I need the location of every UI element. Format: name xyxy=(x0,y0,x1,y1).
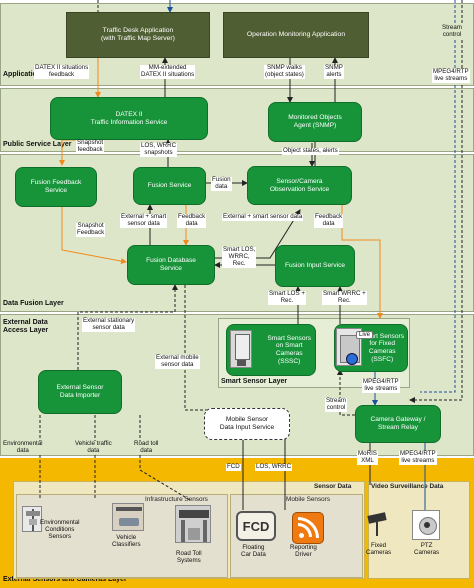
fusion-input-service[interactable]: Fusion Input Service xyxy=(275,245,355,287)
data-fusion-layer-label: Data Fusion Layer xyxy=(3,300,64,307)
road-toll-systems-caption: Road Toll Systems xyxy=(176,550,202,564)
traffic-desk-application[interactable]: Traffic Desk Application (with Traffic M… xyxy=(66,12,210,58)
label-ext-stationary: External stationary sensor data xyxy=(82,317,136,332)
floating-car-data-caption: Floating Car Data xyxy=(241,544,266,558)
camera-gateway-stream-relay[interactable]: Camera Gateway / Stream Relay xyxy=(355,405,441,443)
datex-traffic-information-service[interactable]: DATEX II Traffic Information Service xyxy=(50,97,208,140)
mobile-sensors-title: Mobile Sensors xyxy=(286,496,331,503)
fixed-camera-icon xyxy=(366,510,390,538)
label-datex-feedback: DATEX II situations feedback xyxy=(34,64,90,79)
label-ext-smart-sensor-2: External + smart sensor data xyxy=(222,213,304,221)
label-environmental-data: Environmental data xyxy=(2,440,44,455)
fcd-logo-text: FCD xyxy=(242,518,270,534)
external-sensor-data-importer[interactable]: External Sensor Data Importer xyxy=(38,370,122,414)
ptz-cameras-caption: PTZ Cameras xyxy=(414,542,440,556)
reporting-driver-icon xyxy=(292,512,324,544)
fusion-database-service[interactable]: Fusion Database Service xyxy=(127,245,215,285)
label-mpeg-live-bottom: MPEG4/RTP live streams xyxy=(399,450,437,465)
reporting-driver-caption: Reporting Driver xyxy=(290,544,317,558)
label-mm-extended: MM-extended DATEX II situations xyxy=(140,64,196,79)
smart-sensor-layer-label: Smart Sensor Layer xyxy=(221,378,288,385)
sensor-data-title: Sensor Data xyxy=(314,483,352,490)
label-moris-xml: MoRIS XML xyxy=(357,450,378,465)
vehicle-classifier-icon xyxy=(112,503,144,531)
sensor-camera-observation-service[interactable]: Sensor/Camera Observation Service xyxy=(247,166,352,205)
label-vehicle-traffic-data: Vehicle traffic data xyxy=(74,440,113,455)
label-fusion-data: Fusion data xyxy=(211,176,232,191)
label-snmp-walks: SNMP walks (object states) xyxy=(264,64,305,79)
label-snmp-alerts: SNMP alerts xyxy=(324,64,344,79)
live-badge: Live xyxy=(356,331,374,339)
floating-car-data-icon: FCD xyxy=(236,511,276,541)
label-los-wrrc-snapshots: LOS, WRRC snapshots xyxy=(140,142,178,157)
infrastructure-sensors-title: Infrastructure Sensors xyxy=(145,496,208,503)
fusion-feedback-service[interactable]: Fusion Feedback Service xyxy=(15,167,97,207)
video-surveillance-title: Video Surveillance Data xyxy=(371,483,444,490)
ptz-camera-icon xyxy=(412,510,440,540)
road-toll-icon xyxy=(175,505,211,543)
label-feedback-data-1: Feedback data xyxy=(177,213,207,228)
fixed-cameras-caption: Fixed Cameras xyxy=(366,542,392,556)
vehicle-classifiers-caption: Vehicle Classifiers xyxy=(112,534,141,548)
mobile-sensor-data-input-service[interactable]: Mobile Sensor Data Input Service xyxy=(204,408,290,440)
label-smart-los: Smart LOS, WRRC, Rec. xyxy=(222,246,257,268)
label-object-states-alerts: Object states, alerts xyxy=(282,147,339,155)
fusion-service[interactable]: Fusion Service xyxy=(133,167,206,205)
environmental-sensor-icon xyxy=(22,506,42,532)
label-snapshot-feedback-1: Snapshot feedback xyxy=(76,139,105,154)
external-sensors-layer-label: External Sensors and Cameras Layer xyxy=(3,576,127,583)
label-stream-control-mid: Stream control xyxy=(325,397,347,412)
label-los-wrrc: LOS, WRRC xyxy=(255,463,293,471)
operation-monitoring-application[interactable]: Operation Monitoring Application xyxy=(223,12,369,58)
label-road-toll-data: Road toll data xyxy=(133,440,160,455)
application-layer-label: Application Layer xyxy=(3,71,62,78)
public-service-layer-label: Public Service Layer xyxy=(3,141,72,148)
smart-camera-icon xyxy=(230,330,252,368)
label-snapshot-feedback-2: Snapshot Feedback xyxy=(76,222,106,237)
label-smart-wrrc-rec: Smart WRRC + Rec. xyxy=(322,290,367,305)
label-stream-control-top: Stream control xyxy=(441,24,463,39)
label-mpeg-top: MPEG4/RTP live streams xyxy=(432,68,470,83)
label-smart-los-rec: Smart LOS + Rec. xyxy=(268,290,306,305)
label-fcd: FCD xyxy=(226,463,241,471)
external-data-access-layer-label: External Data Access Layer xyxy=(3,319,49,335)
environmental-sensors-caption: Environmental Conditions Sensors xyxy=(40,519,80,540)
sssc-label: Smart Sensors on Smart Cameras (SSSC) xyxy=(267,334,311,365)
label-ext-mobile: External mobile sensor data xyxy=(155,354,200,369)
label-feedback-data-2: Feedback data xyxy=(314,213,344,228)
monitored-objects-agent[interactable]: Monitored Objects Agent (SNMP) xyxy=(268,102,362,142)
label-ext-smart-sensor-1: External + smart sensor data xyxy=(120,213,168,228)
label-mpeg-live-mid: MPEG4/RTP live streams xyxy=(362,378,400,393)
